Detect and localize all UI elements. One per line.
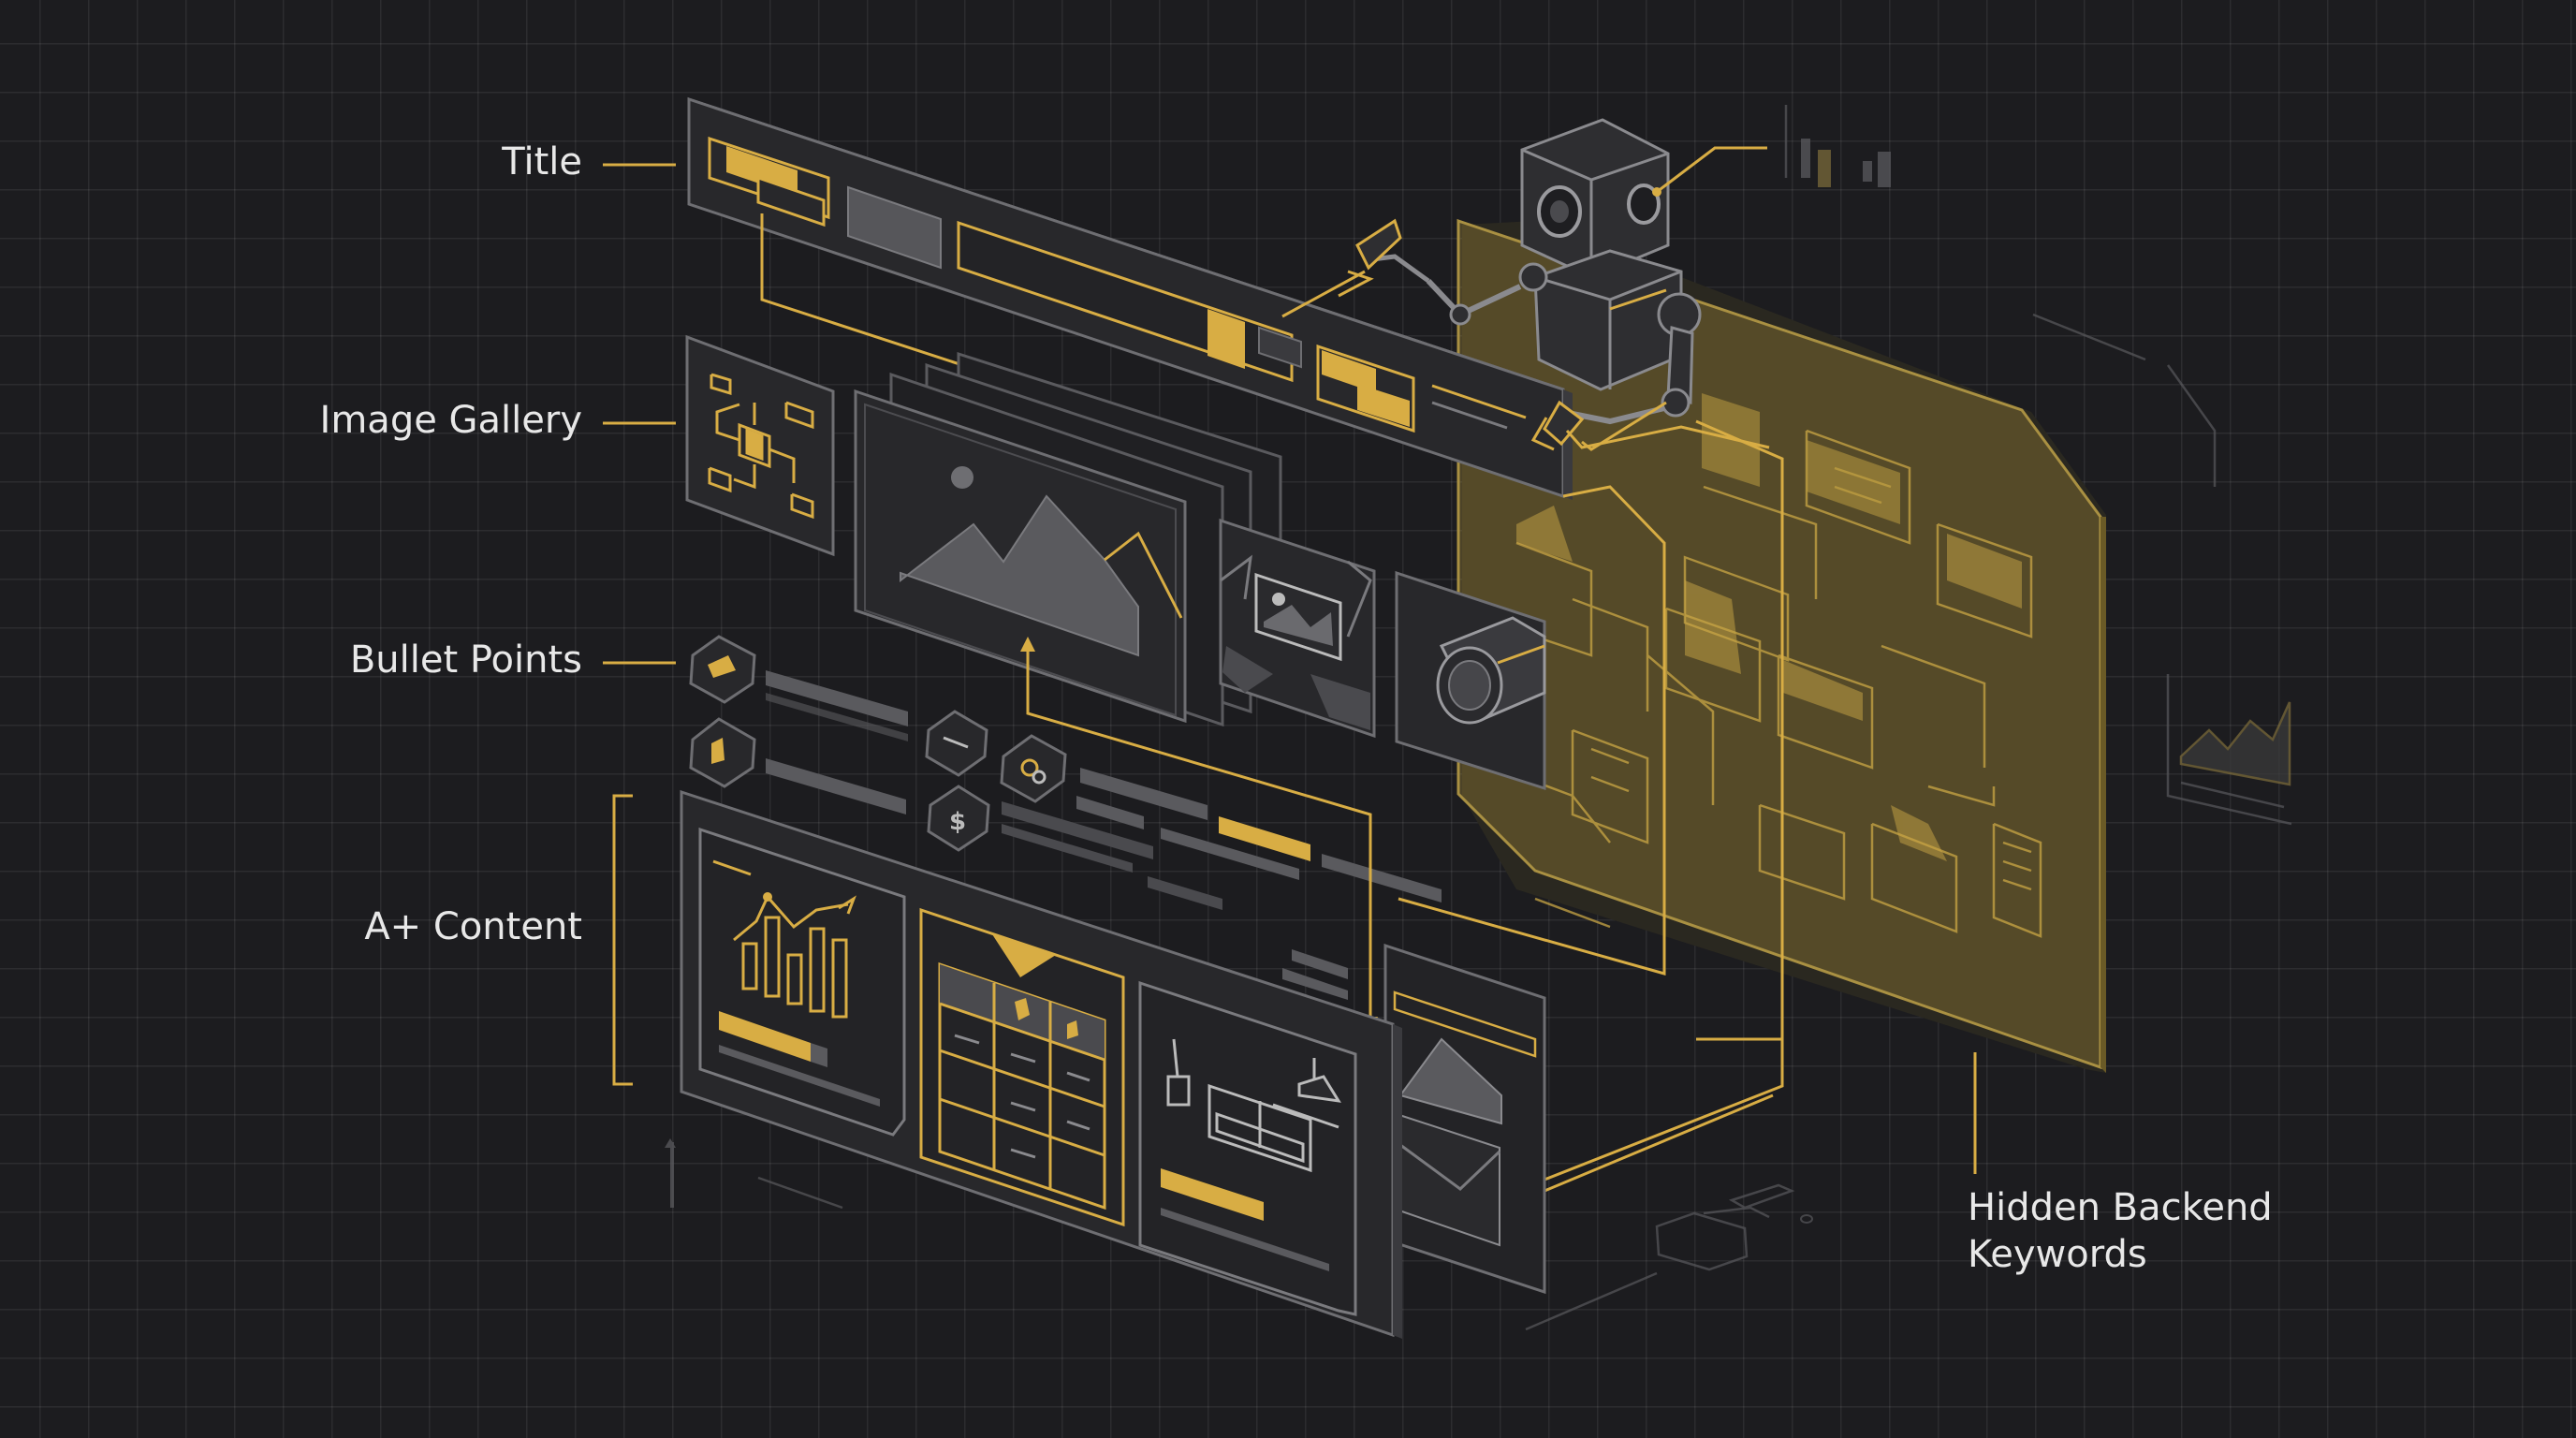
robot-icon — [1281, 118, 1767, 451]
decorative-sketches — [665, 105, 2292, 1331]
robot-connector — [1565, 425, 1770, 449]
label-hidden-backend-line1: Hidden Backend — [1968, 1186, 2273, 1229]
image-gallery — [685, 334, 1546, 791]
a-plus-content — [680, 789, 1546, 1339]
lamp-icon — [1272, 1058, 1341, 1129]
camera-lens-icon — [1436, 616, 1546, 725]
backend-connector — [1398, 485, 1666, 976]
table-icon — [938, 961, 1106, 1211]
label-hidden-backend-line2: Keywords — [1968, 1233, 2147, 1276]
bullet-icon-5: $ — [927, 785, 990, 852]
label-bullet-points: Bullet Points — [349, 638, 582, 682]
bullet-points: $ — [689, 635, 1442, 910]
label-hidden-backend-keywords: Hidden Backend Keywords — [1968, 1184, 2273, 1278]
sun-icon — [951, 466, 973, 489]
bullet-icon-3 — [925, 710, 988, 777]
highlight-marker-icon — [992, 934, 1056, 977]
label-title: Title — [502, 140, 582, 183]
a-plus-bracket — [612, 794, 633, 1086]
network-diagram-icon — [708, 373, 814, 520]
sofa-icon — [1208, 1083, 1312, 1173]
plant-icon — [1166, 1038, 1191, 1107]
bullet-icon-1 — [689, 635, 756, 704]
label-a-plus-content: A+ Content — [364, 905, 582, 948]
label-image-gallery: Image Gallery — [319, 399, 582, 442]
bullet-icon-2 — [689, 717, 756, 788]
bar-chart-icon — [712, 859, 856, 1019]
bullet-icon-4 — [1000, 734, 1067, 803]
svg-text:$: $ — [949, 808, 966, 836]
